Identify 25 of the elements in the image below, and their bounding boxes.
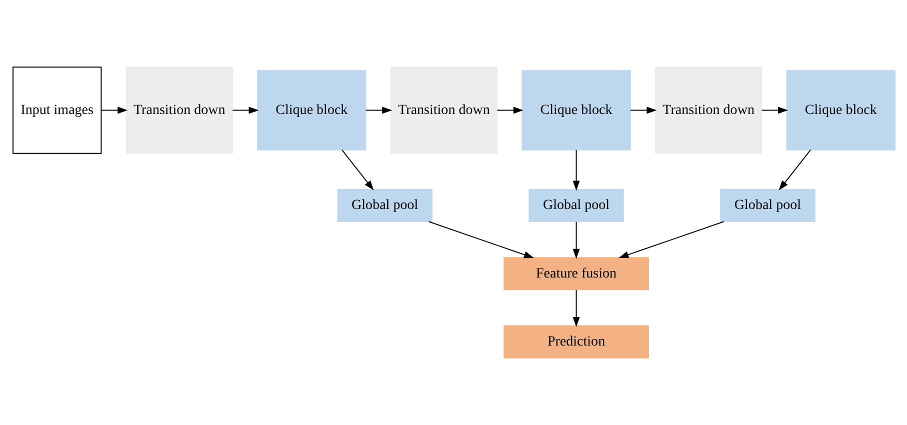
node-box: Transition down xyxy=(125,66,232,154)
arrow xyxy=(618,221,724,258)
arrow xyxy=(232,106,258,114)
node-box: Clique block xyxy=(256,70,366,150)
arrow xyxy=(572,150,580,191)
node-box: Global pool xyxy=(336,188,432,222)
node-box: Global pool xyxy=(528,188,624,222)
arrow xyxy=(341,150,374,190)
node-box: Transition down xyxy=(654,66,762,154)
arrow xyxy=(496,106,523,114)
arrow xyxy=(778,150,810,190)
arrow xyxy=(100,106,128,114)
node-box: Prediction xyxy=(503,325,648,358)
arrow xyxy=(572,289,580,328)
node-box: Global pool xyxy=(720,188,815,222)
arrow xyxy=(572,221,580,259)
node-box: Clique block xyxy=(786,70,895,150)
arrow xyxy=(428,221,534,258)
node-box: Transition down xyxy=(390,66,498,154)
arrow xyxy=(760,106,788,114)
node-box: Input images xyxy=(12,66,102,154)
arrow xyxy=(630,106,656,114)
node-box: Feature fusion xyxy=(503,257,648,290)
node-box: Clique block xyxy=(521,70,630,150)
arrow xyxy=(364,106,392,114)
